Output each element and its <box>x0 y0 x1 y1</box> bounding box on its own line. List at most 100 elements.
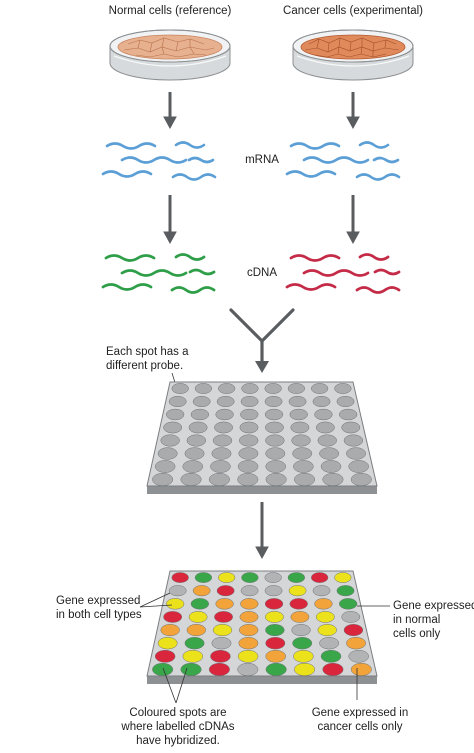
coloured-spot-r8-c7 <box>322 662 344 676</box>
cancer-cells-dish <box>292 29 414 81</box>
blank-spot-r5-c1 <box>160 434 180 447</box>
coloured-spot-r3-c7 <box>314 598 333 610</box>
probe-caption-line1: Each spot has a <box>106 346 189 358</box>
coloured-spot-r7-c1 <box>154 649 176 663</box>
blank-spot-r5-c4 <box>239 434 259 447</box>
coloured-spot-r8-c5 <box>265 662 287 676</box>
blank-spot-r1-c4 <box>241 383 259 394</box>
arrow-normal-to-cdna <box>163 195 177 245</box>
coloured-spot-r5-c4 <box>239 624 259 637</box>
blank-spot-r4-c1 <box>163 421 183 434</box>
blank-spot-r5-c8 <box>343 434 364 447</box>
blank-spot-r6-c4 <box>238 447 259 460</box>
blank-spot-r4-c6 <box>290 421 310 434</box>
blank-spot-r7-c2 <box>182 460 203 473</box>
coloured-spot-r4-c1 <box>163 611 183 623</box>
blank-spot-r6-c8 <box>346 447 366 460</box>
blank-spot-r2-c5 <box>264 395 283 408</box>
coloured-spot-r1-c5 <box>264 572 282 583</box>
blank-spot-r5-c5 <box>265 434 285 447</box>
merge-arrow <box>229 308 295 364</box>
blank-spot-r7-c6 <box>293 460 314 473</box>
blank-spot-r2-c6 <box>288 395 307 408</box>
blank-spot-r7-c8 <box>348 460 369 473</box>
coloured-spot-r2-c8 <box>336 585 355 597</box>
arrow-cancer-to-cdna <box>346 195 360 245</box>
coloured-spot-r4-c4 <box>239 611 259 623</box>
coloured-spot-r4-c5 <box>265 611 284 623</box>
coloured-spot-r5-c1 <box>160 624 180 637</box>
coloured-spot-r6-c6 <box>292 637 313 650</box>
callout-normal-only-line1: Gene expressed <box>393 600 474 612</box>
cancer-mrna-strands <box>285 141 401 181</box>
arrow-normal-to-mrna <box>163 92 177 130</box>
blank-spot-r8-c1 <box>152 473 174 486</box>
blank-spot-r3-c5 <box>264 408 284 421</box>
blank-microarray-chip <box>146 381 378 494</box>
coloured-spot-r8-c1 <box>152 662 174 676</box>
coloured-spot-r2-c1 <box>168 585 187 597</box>
coloured-spot-r4-c6 <box>290 611 310 623</box>
coloured-spot-r4-c3 <box>214 611 233 623</box>
coloured-spot-r4-c8 <box>341 611 361 623</box>
coloured-spot-r2-c5 <box>264 585 283 597</box>
coloured-spot-r1-c1 <box>171 572 189 583</box>
blank-spot-r3-c1 <box>166 408 185 421</box>
coloured-spot-r7-c4 <box>237 649 259 663</box>
coloured-spot-r8-c8 <box>350 662 372 676</box>
cancer-cdna-strands <box>285 253 401 294</box>
callout-both-line2: in both cell types <box>56 609 142 621</box>
blank-spot-r4-c3 <box>214 421 233 434</box>
coloured-spot-r6-c8 <box>346 637 366 650</box>
blank-spot-r3-c7 <box>314 408 333 421</box>
blank-spot-r1-c5 <box>264 383 282 394</box>
cancer-cells-label: Cancer cells (experimental) <box>283 5 423 17</box>
probe-caption-line2: different probe. <box>106 360 183 372</box>
coloured-spot-r4-c2 <box>188 611 208 623</box>
blank-spot-r1-c6 <box>287 383 306 394</box>
normal-cdna-strands <box>101 253 216 294</box>
blank-spot-r8-c6 <box>294 473 316 486</box>
coloured-spot-r1-c4 <box>241 572 259 583</box>
normal-cells-dish <box>109 29 231 81</box>
blank-spot-r8-c5 <box>265 473 287 486</box>
blank-spot-r7-c7 <box>320 460 342 473</box>
blank-spot-r5-c6 <box>291 434 311 447</box>
blank-spot-r6-c7 <box>319 447 340 460</box>
coloured-spot-r7-c2 <box>182 649 203 663</box>
coloured-spot-r5-c7 <box>317 624 337 637</box>
coloured-spot-r2-c3 <box>216 585 235 597</box>
coloured-spot-r7-c3 <box>210 649 231 663</box>
blank-spot-r4-c2 <box>188 421 208 434</box>
coloured-spot-r5-c5 <box>265 624 285 637</box>
callout-coloured-line1: Coloured spots are <box>129 707 226 719</box>
callout-normal-only-line3: cells only <box>393 628 441 640</box>
coloured-spot-r7-c6 <box>293 649 314 663</box>
coloured-spot-r1-c7 <box>311 572 329 583</box>
coloured-spot-r3-c5 <box>264 598 284 610</box>
blank-spot-r2-c8 <box>336 395 355 408</box>
coloured-spot-r6-c7 <box>319 637 340 650</box>
coloured-spot-r3-c4 <box>240 598 259 610</box>
blank-spot-r7-c1 <box>154 460 176 473</box>
hybridized-microarray-chip <box>146 570 378 684</box>
coloured-spot-r2-c7 <box>312 585 331 597</box>
coloured-spot-r3-c8 <box>338 598 358 610</box>
coloured-spot-r5-c6 <box>291 624 311 637</box>
coloured-spot-r6-c1 <box>157 637 178 650</box>
coloured-spot-r5-c8 <box>343 624 364 637</box>
coloured-spot-r2-c6 <box>288 585 307 597</box>
blank-spot-r4-c4 <box>239 421 259 434</box>
blank-spot-r8-c8 <box>350 473 372 486</box>
blank-spot-r1-c1 <box>171 383 189 394</box>
coloured-spot-r8-c4 <box>237 662 259 676</box>
coloured-spot-r1-c6 <box>287 572 306 583</box>
coloured-spot-r2-c2 <box>192 585 211 597</box>
normal-cells-label: Normal cells (reference) <box>109 5 232 17</box>
blank-spot-r1-c8 <box>334 383 352 394</box>
blank-spot-r7-c5 <box>265 460 286 473</box>
blank-spot-r4-c7 <box>315 421 335 434</box>
coloured-spot-r1-c3 <box>218 572 236 583</box>
blank-spot-r6-c1 <box>157 447 178 460</box>
